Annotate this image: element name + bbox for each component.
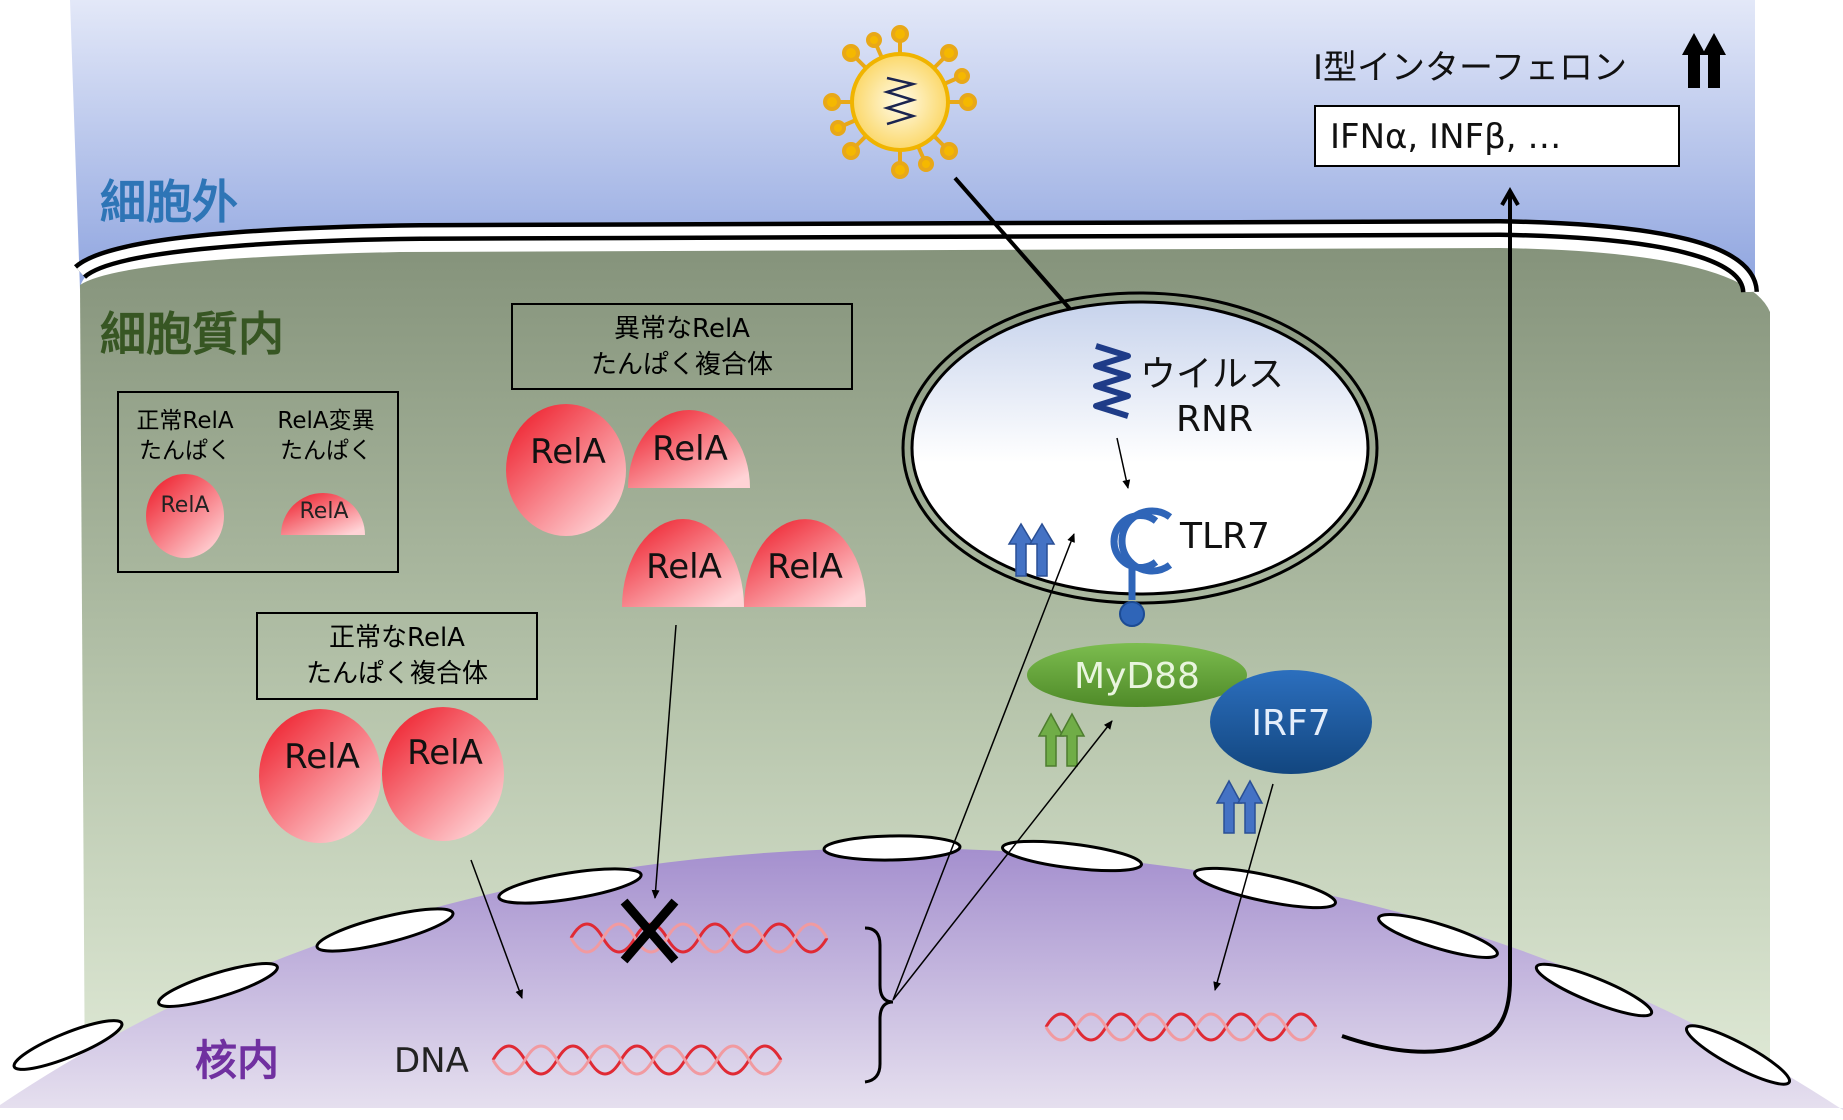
rela-label-5: RelA — [284, 737, 360, 777]
rela-label-3: RelA — [646, 547, 722, 587]
legend-mutant-line2: たんぱく — [280, 438, 372, 464]
upregulation-arrow-interferon — [1682, 33, 1726, 88]
nucleus-region — [0, 848, 1843, 1110]
rela-protein-4 — [744, 519, 866, 607]
interferon-list: IFNα, INFβ, … — [1330, 117, 1561, 157]
upregulation-arrow-myd88 — [1037, 712, 1086, 767]
nuclear-envelope — [12, 834, 1792, 1086]
myd88-protein — [1027, 643, 1247, 707]
dna-to-myd88-arrow — [892, 720, 1113, 1001]
interferon-export-arrow — [1341, 186, 1520, 1054]
normal-rela-label: RelA — [161, 493, 210, 518]
rela-label-4: RelA — [767, 547, 843, 587]
tlr7-label: TLR7 — [1179, 516, 1270, 557]
dna-label: DNA — [394, 1041, 469, 1081]
dna-helix-mutant — [569, 922, 829, 954]
legend-mutant-line1: RelA変異 — [277, 408, 374, 434]
abnormal-complex-line2: たんぱく複合体 — [591, 350, 773, 380]
dna-helix-normal — [491, 1044, 783, 1076]
legend-box: 正常RelA たんぱく RelA変異 たんぱく RelA RelA — [117, 391, 399, 573]
mutant-rela-label: RelA — [300, 499, 349, 524]
abnormal-complex-line1: 異常なRelA — [614, 314, 750, 344]
rela-protein-5 — [259, 709, 381, 843]
normal-to-dna-arrow — [470, 859, 523, 999]
upregulation-arrow-tlr7 — [1007, 522, 1056, 577]
dna-helix-interferon-gene — [1044, 1012, 1318, 1042]
virus-icon — [823, 25, 977, 179]
interferon-box — [1314, 105, 1680, 167]
legend-normal-line2: たんぱく — [139, 438, 231, 464]
normal-rela-protein — [146, 474, 224, 558]
rela-label-1: RelA — [530, 432, 606, 472]
irf7-label: IRF7 — [1251, 703, 1330, 744]
extracellular-label: 細胞外 — [100, 175, 238, 229]
rela-protein-1 — [506, 404, 626, 536]
dna-group-brace — [864, 926, 894, 1084]
cell-membrane — [73, 218, 1759, 294]
tlr7-receptor-icon — [1110, 507, 1173, 627]
nucleus-label: 核内 — [195, 1036, 279, 1085]
mutant-rela-protein — [281, 493, 365, 535]
interferon-title: Ⅰ型インターフェロン — [1313, 48, 1627, 88]
legend-normal-line1: 正常RelA — [136, 408, 233, 434]
irf7-protein — [1210, 670, 1372, 774]
rela-label-2: RelA — [652, 429, 728, 469]
block-x-icon — [620, 898, 679, 964]
rela-label-6: RelA — [407, 733, 483, 773]
cytoplasm-label: 細胞質内 — [100, 307, 284, 361]
abnormal-to-dna-arrow — [651, 624, 677, 899]
normal-complex-line2: たんぱく複合体 — [306, 659, 488, 689]
viral-rna-icon — [1093, 343, 1131, 419]
abnormal-complex: 異常なRelA たんぱく複合体 RelA RelA RelA RelA — [506, 303, 866, 607]
upregulation-arrow-irf7 — [1215, 779, 1264, 834]
rela-protein-6 — [382, 707, 504, 841]
rela-protein-3 — [622, 519, 744, 607]
rna-to-tlr7-arrow — [1116, 437, 1131, 489]
normal-complex-line1: 正常なRelA — [329, 623, 465, 653]
myd88-label: MyD88 — [1074, 656, 1200, 697]
rela-protein-2 — [628, 410, 750, 488]
viral-rna-label-2: RNR — [1176, 399, 1253, 440]
irf7-to-dna-arrow — [1213, 783, 1274, 991]
viral-rna-label-1: ウイルス — [1140, 354, 1284, 395]
normal-complex: 正常なRelA たんぱく複合体 RelA RelA — [256, 612, 538, 843]
dna-to-tlr7-arrow — [892, 533, 1075, 1001]
endosome — [901, 291, 1379, 605]
